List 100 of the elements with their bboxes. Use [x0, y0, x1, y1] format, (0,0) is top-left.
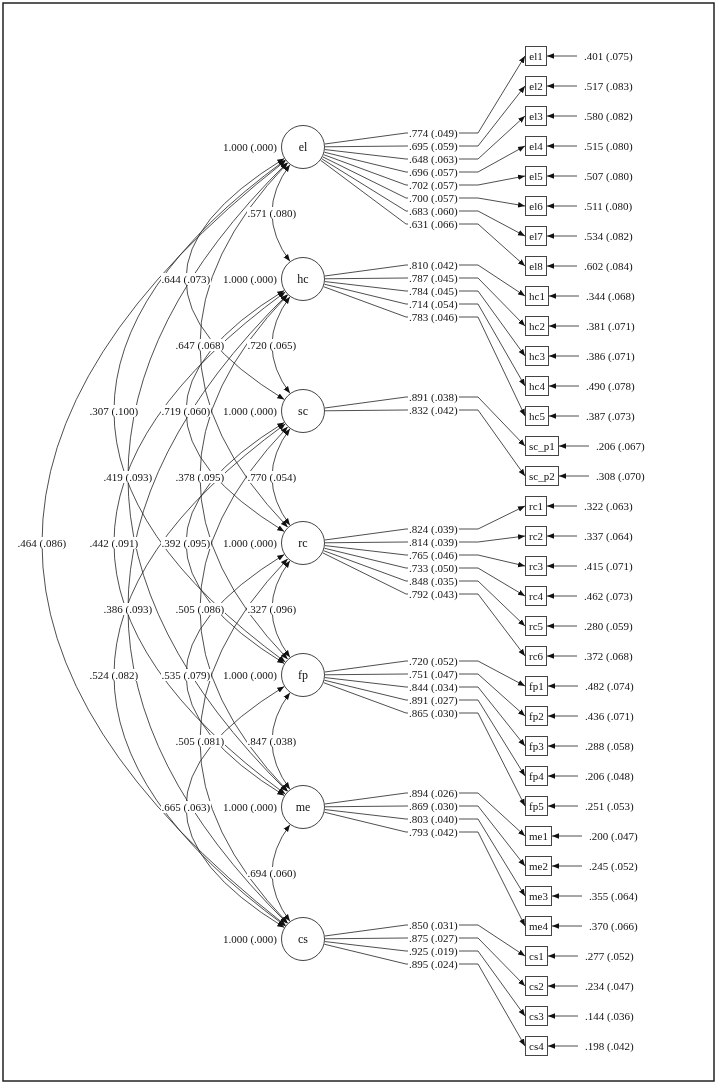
edge-label: .355 (.064) [588, 890, 639, 902]
indicator-box: el3 [525, 106, 547, 126]
edge-label: .894 (.026) [408, 787, 459, 799]
edge-label: .370 (.066) [588, 920, 639, 932]
edge-label: .490 (.078) [585, 380, 636, 392]
edge-label: .895 (.024) [408, 958, 459, 970]
latent-variable-circle: sc [281, 389, 325, 433]
edge-label: .602 (.084) [583, 260, 634, 272]
variance-label: 1.000 (.000) [221, 933, 278, 945]
edge-label: .719 (.060) [160, 405, 212, 417]
latent-variable-circle: fp [281, 653, 325, 697]
variance-label: 1.000 (.000) [221, 273, 278, 285]
edge-label: .720 (.065) [246, 339, 298, 351]
indicator-box: cs1 [525, 946, 548, 966]
edge-label: .683 (.060) [408, 205, 459, 217]
edge-label: .372 (.068) [583, 650, 634, 662]
edge-label: .534 (.082) [583, 230, 634, 242]
edge-label: .307 (.100) [88, 405, 140, 417]
edge-label: .733 (.050) [408, 562, 459, 574]
edge-label: .765 (.046) [408, 549, 459, 561]
edge-label: .571 (.080) [246, 207, 298, 219]
indicator-box: fp3 [525, 736, 548, 756]
edge-label: .344 (.068) [585, 290, 636, 302]
edge-label: .442 (.091) [88, 537, 140, 549]
edge-label: .505 (.081) [174, 735, 226, 747]
edge-label: .288 (.058) [584, 740, 635, 752]
edge-label: .774 (.049) [408, 127, 459, 139]
edge-label: .751 (.047) [408, 668, 459, 680]
edge-label: .647 (.068) [174, 339, 226, 351]
indicator-box: el8 [525, 256, 547, 276]
edge-label: .378 (.095) [174, 471, 226, 483]
indicator-box: hc4 [525, 376, 549, 396]
edge-label: .847 (.038) [246, 735, 298, 747]
indicator-box: el4 [525, 136, 547, 156]
edge-label: .850 (.031) [408, 919, 459, 931]
edge-label: .507 (.080) [583, 170, 634, 182]
edge-label: .511 (.080) [583, 200, 634, 212]
edge-label: .814 (.039) [408, 536, 459, 548]
edge-label: .631 (.066) [408, 218, 459, 230]
indicator-box: rc3 [525, 556, 548, 576]
edge-label: .535 (.079) [160, 669, 212, 681]
edge-label: .386 (.093) [102, 603, 154, 615]
variance-label: 1.000 (.000) [221, 141, 278, 153]
variance-label: 1.000 (.000) [221, 405, 278, 417]
indicator-box: fp1 [525, 676, 548, 696]
edge-label: .337 (.064) [583, 530, 634, 542]
edge-label: .515 (.080) [583, 140, 634, 152]
edge-label: .462 (.073) [583, 590, 634, 602]
edge-label: .322 (.063) [583, 500, 634, 512]
edge-label: .665 (.063) [160, 801, 212, 813]
edge-label: .308 (.070) [595, 470, 646, 482]
indicator-box: fp2 [525, 706, 548, 726]
edge-label: .770 (.054) [246, 471, 298, 483]
latent-variable-circle: el [281, 125, 325, 169]
edge-label: .810 (.042) [408, 259, 459, 271]
edge-label: .436 (.071) [584, 710, 635, 722]
indicator-box: el6 [525, 196, 547, 216]
edge-label: .824 (.039) [408, 523, 459, 535]
latent-variable-circle: cs [281, 917, 325, 961]
edge-label: .580 (.082) [583, 110, 634, 122]
indicator-box: hc1 [525, 286, 549, 306]
edge-label: .696 (.057) [408, 166, 459, 178]
indicator-box: hc5 [525, 406, 549, 426]
edge-label: .387 (.073) [585, 410, 636, 422]
edge-label: .245 (.052) [588, 860, 639, 872]
edge-label: .865 (.030) [408, 707, 459, 719]
latent-variable-circle: hc [281, 257, 325, 301]
latent-variable-circle: rc [281, 521, 325, 565]
indicator-box: rc2 [525, 526, 548, 546]
indicator-box: sc_p2 [525, 466, 559, 486]
indicator-box: el1 [525, 46, 547, 66]
variance-label: 1.000 (.000) [221, 537, 278, 549]
edge-label: .280 (.059) [583, 620, 634, 632]
edge-label: .277 (.052) [584, 950, 635, 962]
edge-label: .844 (.034) [408, 681, 459, 693]
edge-label: .381 (.071) [585, 320, 636, 332]
edge-label: .327 (.096) [246, 603, 298, 615]
indicator-box: el7 [525, 226, 547, 246]
edge-label: .200 (.047) [588, 830, 639, 842]
edge-label: .695 (.059) [408, 140, 459, 152]
edge-label: .784 (.045) [408, 285, 459, 297]
indicator-box: el5 [525, 166, 547, 186]
variance-label: 1.000 (.000) [221, 801, 278, 813]
edge-label: .524 (.082) [88, 669, 140, 681]
indicator-box: cs2 [525, 976, 548, 996]
indicator-box: me2 [525, 856, 552, 876]
indicator-box: fp5 [525, 796, 548, 816]
edge-label: .386 (.071) [585, 350, 636, 362]
edge-label: .419 (.093) [102, 471, 154, 483]
indicator-box: sc_p1 [525, 436, 559, 456]
indicator-box: rc4 [525, 586, 548, 606]
edge-label: .464 (.086) [16, 537, 68, 549]
edge-label: .694 (.060) [246, 867, 298, 879]
indicator-box: cs4 [525, 1036, 548, 1056]
edge-label: .206 (.067) [595, 440, 646, 452]
edge-label: .251 (.053) [584, 800, 635, 812]
edge-label: .648 (.063) [408, 153, 459, 165]
indicator-box: el2 [525, 76, 547, 96]
edge-label: .401 (.075) [583, 50, 634, 62]
edge-label: .832 (.042) [408, 404, 459, 416]
